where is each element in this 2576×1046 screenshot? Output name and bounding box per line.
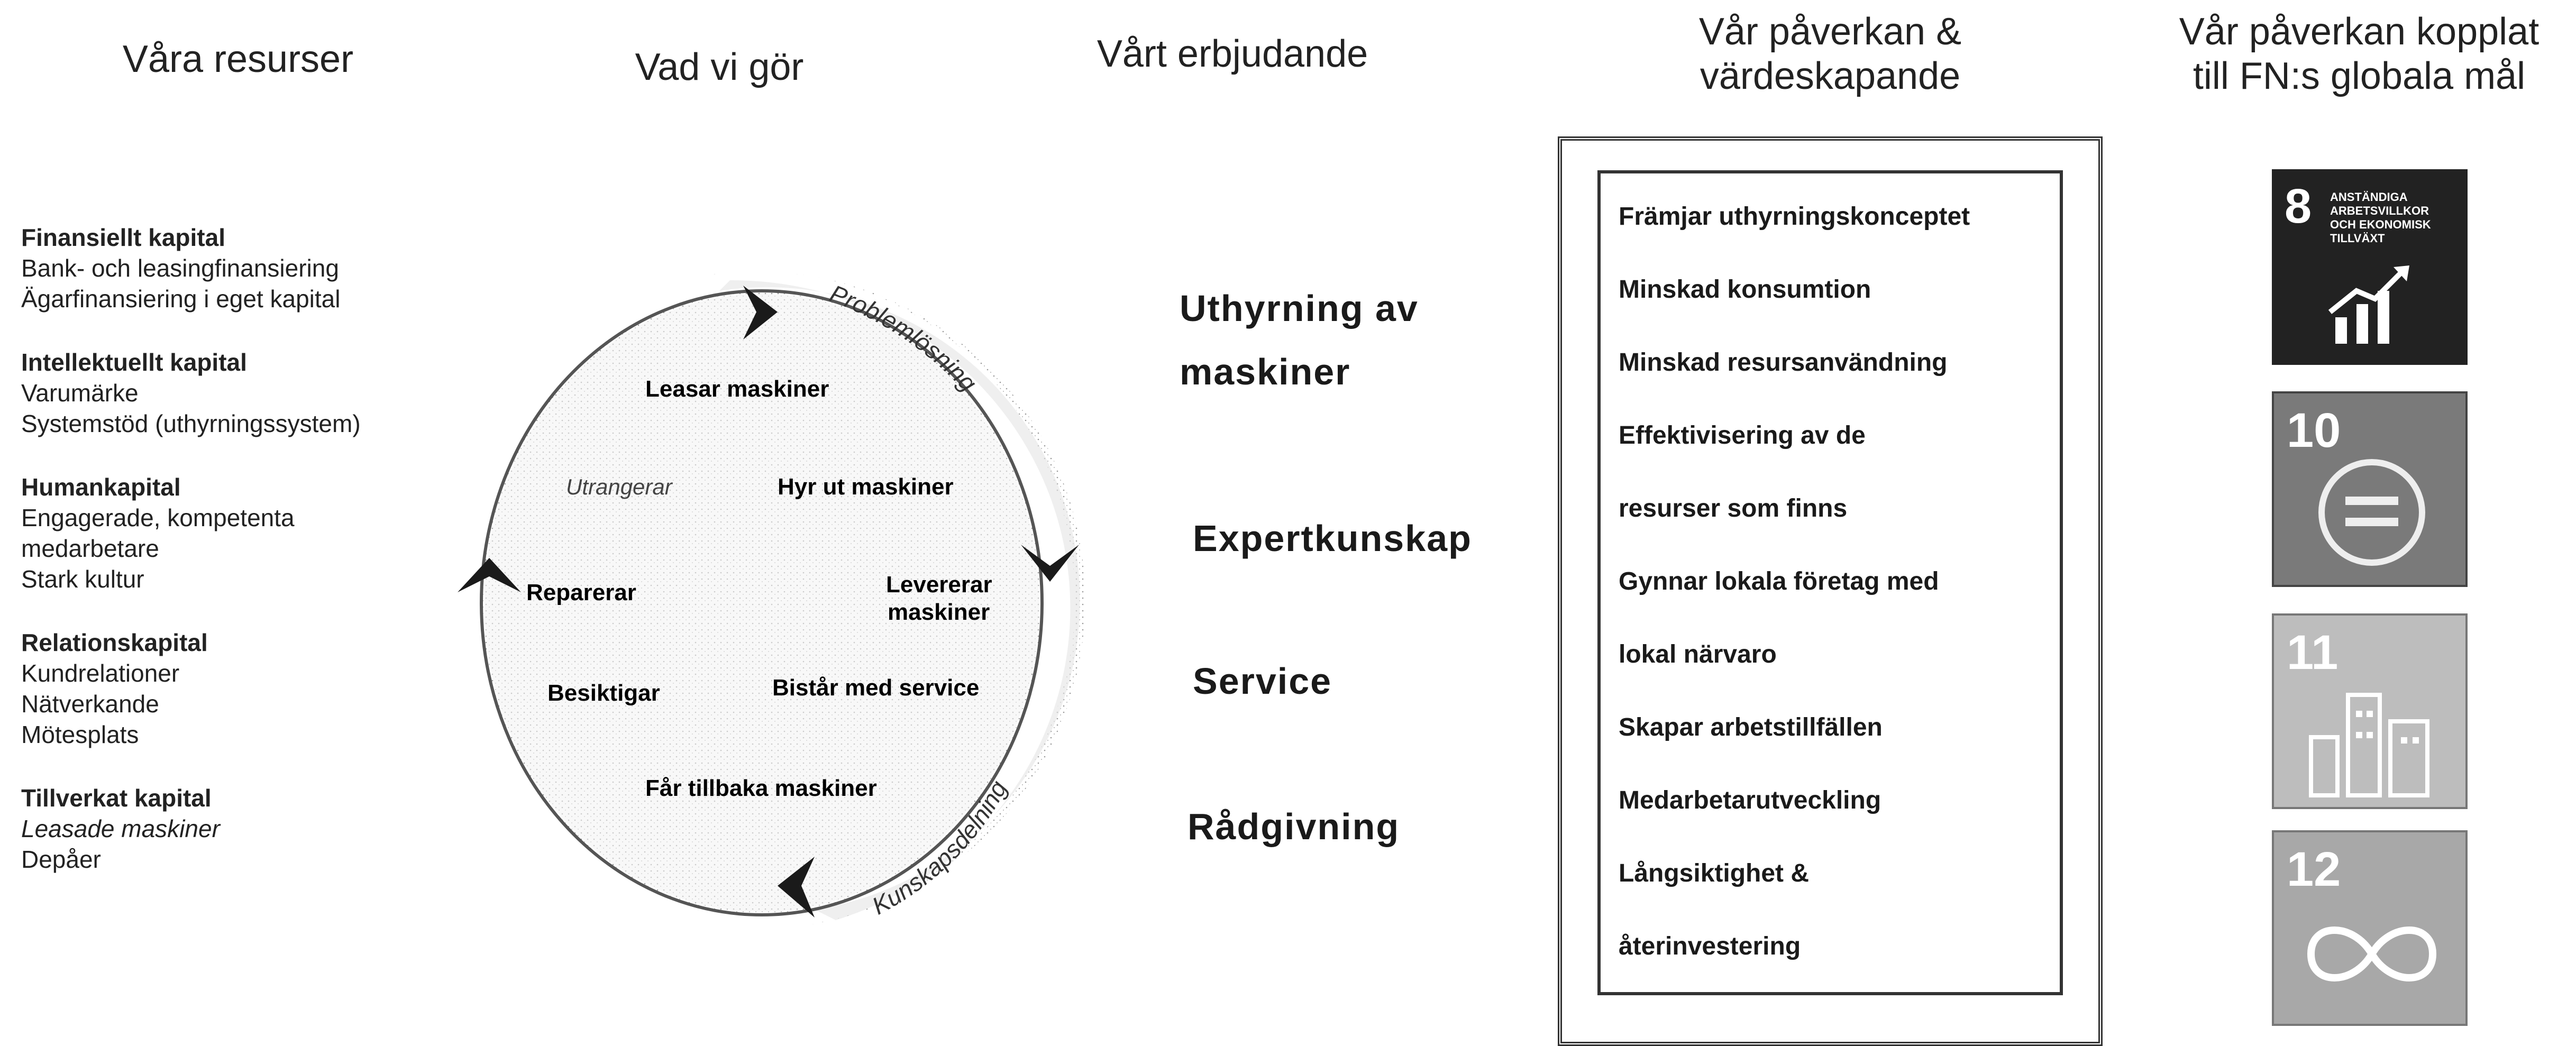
sdg-tile-11: 11 xyxy=(2272,613,2468,809)
header-activities: Vad vi gör xyxy=(635,46,804,88)
resource-item: Depåer xyxy=(21,846,101,873)
growth-chart-icon xyxy=(2328,265,2409,344)
impact-item: Minskad konsumtion xyxy=(1619,276,1871,304)
impact-item: resurser som finns xyxy=(1619,494,1848,522)
resource-item: Mötesplats xyxy=(21,721,139,748)
resource-group-human: Humankapital Engagerade, kompetenta meda… xyxy=(21,472,497,594)
resource-group-title: Relationskapital xyxy=(21,629,208,656)
resource-item: Ägarfinansiering i eget kapital xyxy=(21,285,341,313)
resource-item: Nätverkande xyxy=(21,690,159,718)
step-besiktigar: Besiktigar xyxy=(547,680,660,706)
step-levererar-2: maskiner xyxy=(888,599,990,625)
impact-item: Medarbetarutveckling xyxy=(1619,786,1881,814)
step-far-tillbaka: Får tillbaka maskiner xyxy=(645,775,877,801)
chevron-down-icon xyxy=(1021,545,1079,582)
step-levererar-1: Levererar xyxy=(886,572,992,598)
equality-icon xyxy=(2318,459,2425,566)
step-hyr-ut: Hyr ut maskiner xyxy=(778,474,954,500)
impact-item: Gynnar lokala företag med xyxy=(1619,567,1939,595)
resource-group-title: Tillverkat kapital xyxy=(21,784,212,812)
impact-list: Främjar uthyrningskonceptet Minskad kons… xyxy=(1619,201,2063,1004)
impact-item: lokal närvaro xyxy=(1619,640,1777,668)
offer-item: maskiner xyxy=(1180,351,1351,392)
header-offer: Vårt erbjudande xyxy=(1097,33,1368,75)
resource-item: Bank- och leasingfinansiering xyxy=(21,254,339,282)
infinity-icon xyxy=(2307,926,2437,981)
sdg-label: Anständiga arbetsvillkor och ekonomisk t… xyxy=(2330,190,2431,245)
sdg-tile-8: 8 Anständiga arbetsvillkor och ekonomisk… xyxy=(2272,169,2468,365)
offer-item: Service xyxy=(1193,660,1332,702)
resource-group-financial: Finansiellt kapital Bank- och leasingfin… xyxy=(21,222,497,314)
resources-list: Finansiellt kapital Bank- och leasingfin… xyxy=(21,222,497,907)
resource-item: Systemstöd (uthyrningssystem) xyxy=(21,410,361,437)
resource-group-intellectual: Intellektuellt kapital Varumärke Systems… xyxy=(21,347,497,439)
resource-item: Stark kultur xyxy=(21,565,144,593)
cycle-inner-circle-fill xyxy=(485,294,1039,912)
sdg-number: 8 xyxy=(2285,179,2312,233)
sdg-tile-10: 10 xyxy=(2272,391,2468,587)
impact-item: Långsiktighet & xyxy=(1619,859,1810,887)
resource-group-title: Humankapital xyxy=(21,473,181,501)
resource-item: Kundrelationer xyxy=(21,659,180,687)
sdg-number: 10 xyxy=(2287,403,2341,457)
resource-group-relational: Relationskapital Kundrelationer Nätverka… xyxy=(21,627,497,750)
impact-item: Minskad resursanvändning xyxy=(1619,348,1948,377)
chevron-up-icon xyxy=(458,558,521,592)
resource-group-title: Intellektuellt kapital xyxy=(21,348,247,376)
sdg-tile-12: 12 xyxy=(2272,830,2468,1026)
offer-item: Uthyrning av xyxy=(1180,288,1419,329)
step-utrangerar: Utrangerar xyxy=(566,474,673,499)
chevron-left-icon xyxy=(778,857,815,917)
resource-item: Varumärke xyxy=(21,379,139,407)
step-bistar: Bistår med service xyxy=(772,675,979,701)
impact-box-inner xyxy=(1597,170,2063,995)
step-leasar: Leasar maskiner xyxy=(645,376,829,402)
resource-item: medarbetare xyxy=(21,535,159,562)
resource-item: Engagerade, kompetenta xyxy=(21,504,295,531)
resource-item: Leasade maskiner xyxy=(21,815,220,842)
sdg-number: 11 xyxy=(2287,626,2339,680)
impact-item: återinvestering xyxy=(1619,932,1801,960)
chevron-right-icon xyxy=(743,286,778,340)
step-reparerar: Reparerar xyxy=(526,580,636,605)
impact-item: Främjar uthyrningskonceptet xyxy=(1619,203,1970,231)
resource-group-manufactured: Tillverkat kapital Leasade maskiner Depå… xyxy=(21,783,497,875)
header-sdg: Vår påverkan kopplat till FN:s globala m… xyxy=(2179,11,2540,97)
impact-item: Effektivisering av de xyxy=(1619,421,1866,449)
header-impact: Vår påverkan & värdeskapande xyxy=(1698,11,1962,97)
city-icon xyxy=(2309,693,2429,797)
sdg-number: 12 xyxy=(2287,842,2341,896)
resource-group-title: Finansiellt kapital xyxy=(21,224,225,251)
offer-item: Rådgivning xyxy=(1187,806,1400,847)
offer-item: Expertkunskap xyxy=(1193,518,1472,559)
business-cycle-diagram: Problemlösning Kunskapsdelning Leasar ma… xyxy=(458,271,1085,925)
header-resources: Våra resurser xyxy=(122,38,354,80)
impact-item: Skapar arbetstillfällen xyxy=(1619,713,1883,741)
